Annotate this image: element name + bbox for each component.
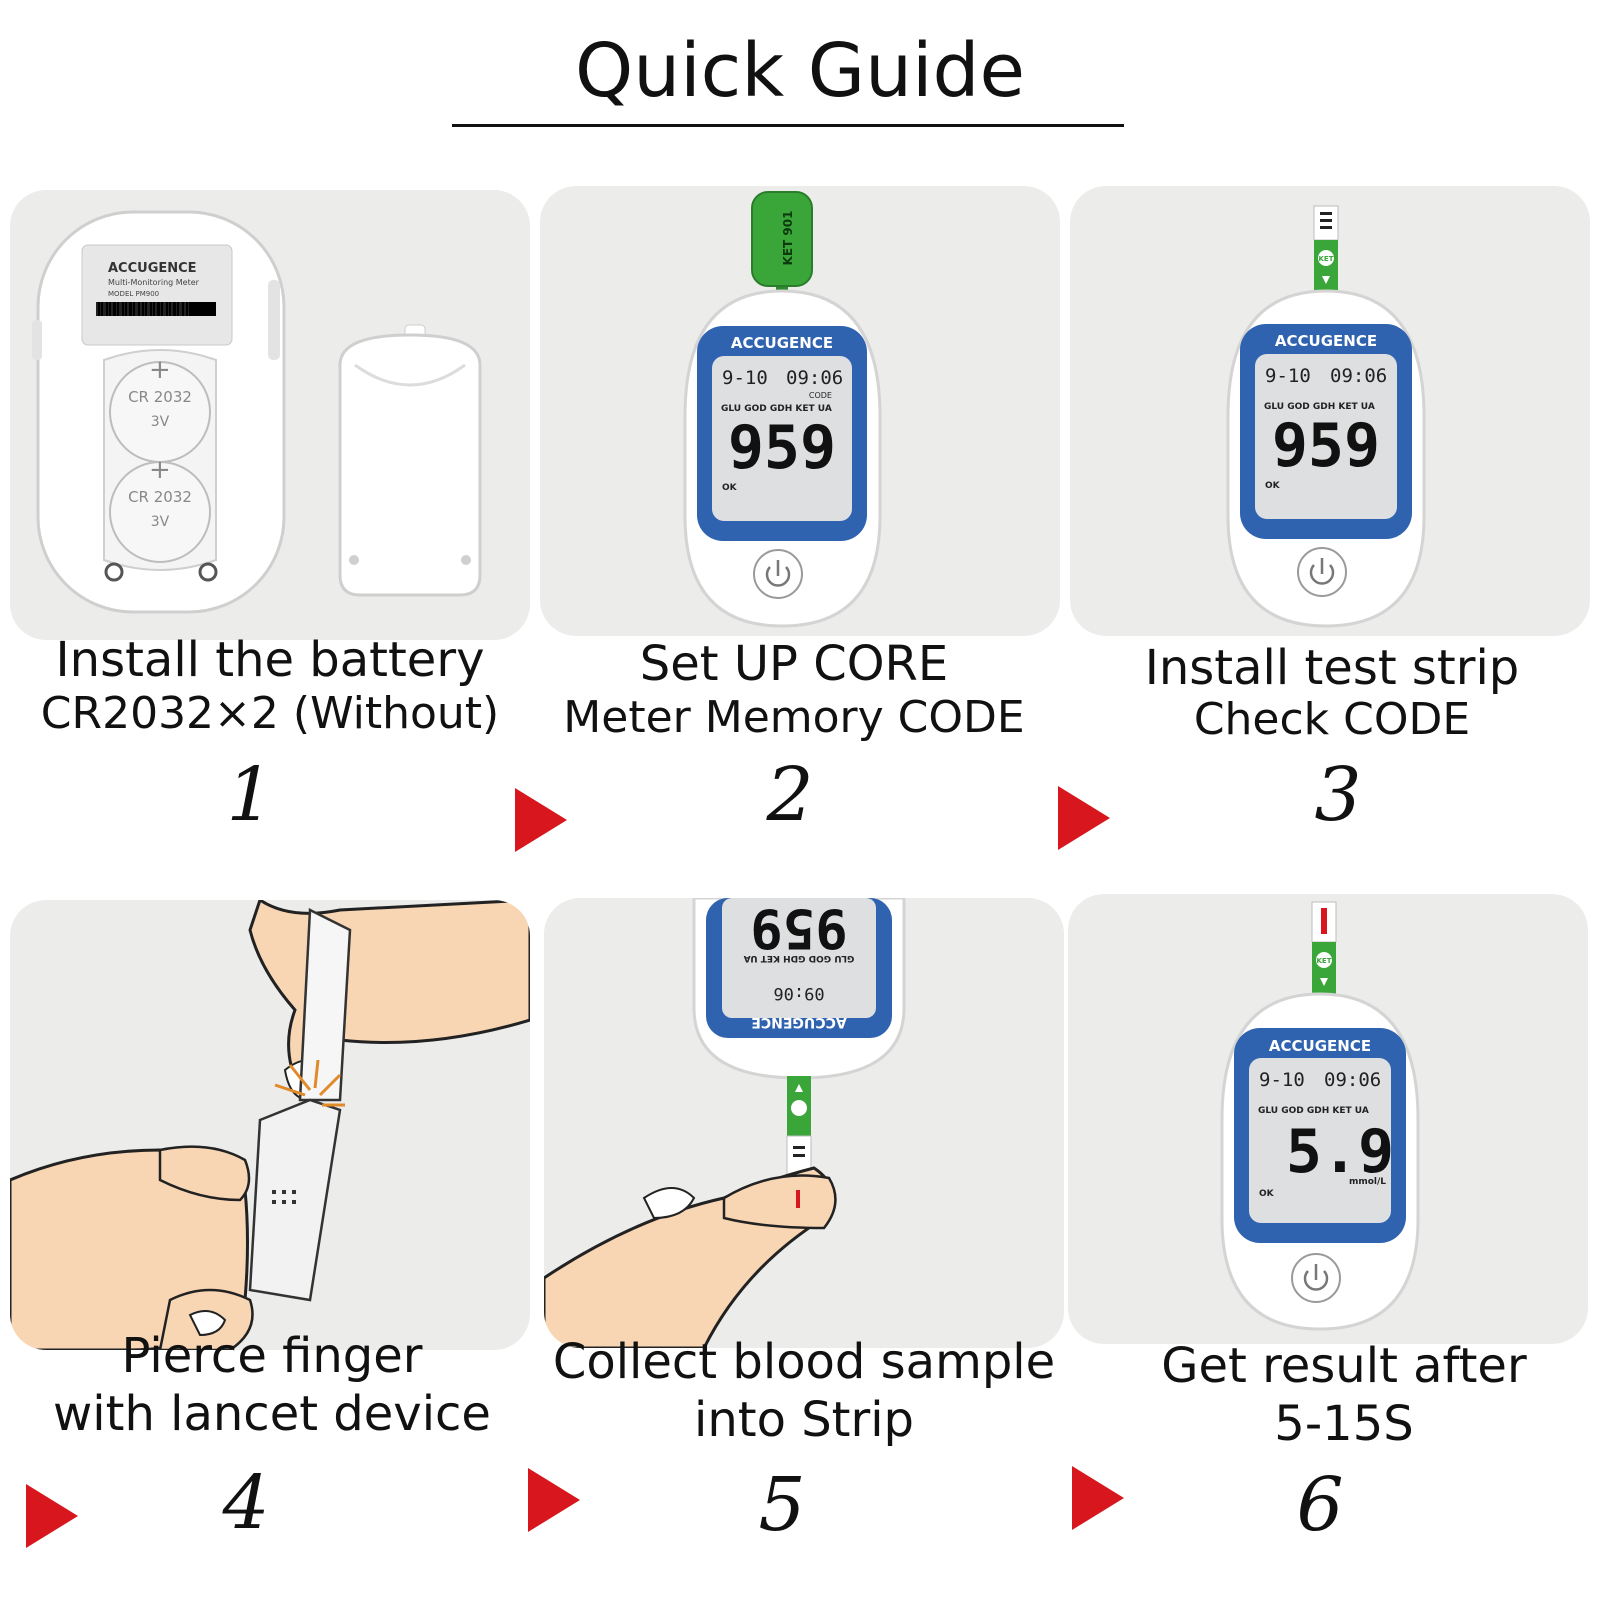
lcd-code-value: 959 — [728, 413, 836, 483]
meter-brand: ACCUGENCE — [1275, 332, 1377, 350]
power-icon — [1303, 1264, 1329, 1291]
step-3-number: 3 — [1314, 752, 1362, 838]
strip-tag: KET — [1317, 957, 1332, 965]
lcd-ok: OK — [1259, 1189, 1275, 1199]
step-5-number: 5 — [758, 1462, 806, 1548]
step-5-line1: Collect blood sample — [552, 1334, 1056, 1390]
step-4-image-panel — [10, 900, 530, 1350]
code-chip-label: KET 901 — [781, 211, 795, 266]
title-underline — [452, 124, 1124, 127]
step-6-line1: Get result after — [1161, 1338, 1527, 1394]
svg-text:+: + — [149, 455, 171, 485]
step-3-line1: Install test strip — [1144, 640, 1520, 696]
step-6-line2: 5-15S — [1274, 1396, 1414, 1452]
step-1-image-panel: ACCUGENCE Multi-Monitoring Meter MODEL P… — [10, 190, 530, 640]
battery-cover — [338, 324, 482, 597]
lcd-time: 09:06 — [1324, 1069, 1381, 1091]
meter-brand: ACCUGENCE — [731, 334, 833, 352]
power-icon — [765, 560, 791, 587]
step-2-line2: Meter Memory CODE — [563, 692, 1025, 743]
lcd-result-value: 5.9 — [1286, 1117, 1394, 1187]
battery-1-type: CR 2032 — [128, 388, 192, 406]
meter-brand-label: ACCUGENCE — [108, 261, 197, 276]
lcd-ok: OK — [722, 483, 738, 493]
step-5-image-panel: ACCUGENCE 959 GLU GOD GDH KET UA 09:06 — [544, 898, 1064, 1348]
strip-tag: KET — [1319, 255, 1334, 263]
meter-device-name: Multi-Monitoring Meter — [108, 278, 200, 287]
test-strip: KET — [1313, 205, 1339, 296]
lcd-time: 09:06 — [1330, 365, 1387, 387]
code-chip: KET 901 — [751, 191, 813, 295]
step-1-number: 1 — [226, 752, 274, 838]
coin-battery-2 — [109, 461, 211, 563]
step-2-line1: Set UP CORE — [639, 636, 949, 692]
lcd-code-label: CODE — [809, 391, 832, 400]
lcd-time: 09:06 — [773, 983, 824, 1003]
lcd-test-modes: GLU GOD GDH KET UA — [744, 953, 855, 963]
arrow-right-icon — [1072, 1466, 1124, 1530]
battery-2-type: CR 2032 — [128, 488, 192, 506]
test-strip: KET — [1311, 901, 1337, 998]
lcd-test-modes: GLU GOD GDH KET UA — [721, 404, 832, 414]
step-4-number: 4 — [222, 1460, 270, 1546]
step-2-number: 2 — [766, 752, 814, 838]
power-icon — [1309, 558, 1335, 585]
lcd-code-value: 959 — [1272, 411, 1380, 481]
meter-brand: ACCUGENCE — [1269, 1037, 1371, 1055]
glucose-meter: ACCUGENCE 9-10 09:06 GLU GOD GDH KET UA … — [1220, 992, 1420, 1331]
step-1-line2: CR2032×2 (Without) — [40, 688, 500, 739]
arrow-right-icon — [1058, 786, 1110, 850]
lcd-date: 9-10 — [1265, 365, 1311, 387]
arrow-right-icon — [515, 788, 567, 852]
step-4-line1: Pierce finger — [121, 1328, 423, 1384]
step-4-line2: with lancet device — [53, 1386, 491, 1442]
step-1-line1: Install the battery — [55, 632, 485, 688]
glucose-meter: ACCUGENCE 9-10 09:06 GLU GOD GDH KET UA … — [1226, 289, 1426, 628]
lcd-ok: OK — [1265, 481, 1281, 491]
battery-1-voltage: 3V — [151, 414, 170, 430]
meter-model-label: MODEL PM900 — [108, 290, 159, 298]
lcd-date: 9-10 — [722, 367, 768, 389]
glucose-meter: ACCUGENCE 9-10 09:06 CODE GLU GOD GDH KE… — [683, 289, 882, 628]
lancet-hand-illustration — [10, 900, 530, 1350]
battery-2-voltage: 3V — [151, 514, 170, 530]
test-strip — [786, 1076, 812, 1177]
lcd-test-modes: GLU GOD GDH KET UA — [1258, 1106, 1369, 1116]
svg-text:+: + — [149, 355, 171, 385]
lcd-test-modes: GLU GOD GDH KET UA — [1264, 402, 1375, 412]
lancet-device — [248, 908, 352, 1302]
step-3-image-panel: KET ACCUGENCE 9-10 09:06 GLU GOD GDH KET… — [1070, 186, 1590, 636]
click-burst-icon — [274, 1059, 345, 1107]
step-6-image-panel: KET ACCUGENCE 9-10 09:06 GLU GOD GDH KET… — [1068, 894, 1588, 1344]
barcode-icon — [96, 302, 216, 316]
lcd-result-unit: mmol/L — [1349, 1177, 1386, 1187]
page-title: Quick Guide — [574, 28, 1026, 114]
meter-brand: ACCUGENCE — [751, 1014, 846, 1030]
arrow-right-icon — [26, 1484, 78, 1548]
arrow-right-icon — [528, 1468, 580, 1532]
step-6-number: 6 — [1296, 1462, 1344, 1548]
step-5-line2: into Strip — [693, 1392, 915, 1448]
step-3-line2: Check CODE — [1193, 694, 1471, 745]
battery-compartment-illustration: ACCUGENCE Multi-Monitoring Meter MODEL P… — [32, 210, 482, 614]
lcd-date: 9-10 — [1259, 1069, 1305, 1091]
lcd-time: 09:06 — [786, 367, 843, 389]
lcd-code-value: 959 — [750, 898, 848, 960]
step-2-image-panel: KET 901 ACCUGENCE 9-10 09:06 CODE GLU GO… — [540, 186, 1060, 636]
inverted-glucose-meter: ACCUGENCE 959 GLU GOD GDH KET UA 09:06 — [692, 898, 906, 1080]
